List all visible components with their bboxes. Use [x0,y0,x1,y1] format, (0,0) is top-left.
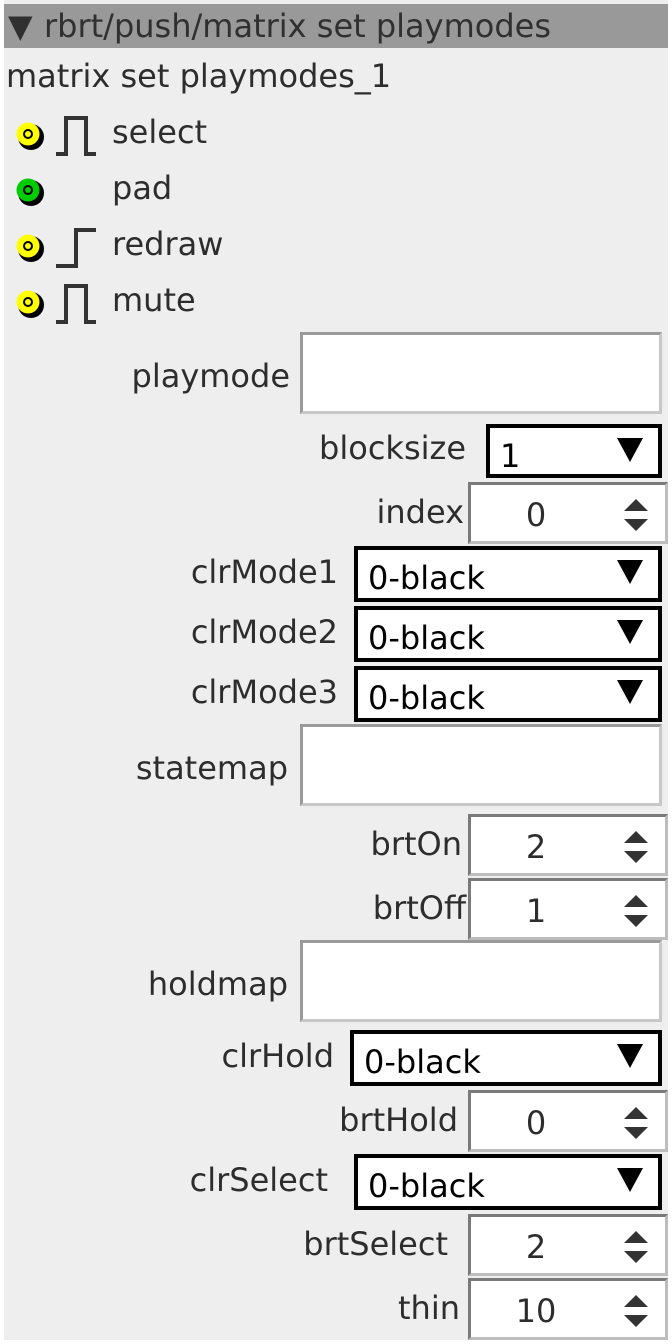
playmode-field[interactable] [300,332,662,414]
pulse-icon [56,116,96,156]
brtOn-label: brtOn [370,825,462,863]
playmode-label: playmode [131,357,291,395]
brtOff-value: 1 [525,892,547,930]
clrMode1-label: clrMode1 [190,553,338,591]
spinner-arrows-icon[interactable] [621,1103,651,1143]
clrSelect-value: 0-black [368,1167,485,1205]
brtHold-stepper[interactable]: 0 [468,1090,668,1152]
window-title: rbrt/push/matrix set playmodes [44,7,552,45]
index-label: index [376,493,464,531]
brtOn-value: 2 [525,828,547,866]
statemap-label: statemap [135,749,288,787]
dropdown-arrow-icon [617,560,643,584]
brtOff-label: brtOff [372,889,466,927]
collapse-triangle-icon[interactable]: ▼ [8,7,33,45]
dropdown-arrow-icon [617,620,643,644]
clrMode1-value: 0-black [368,559,485,597]
blocksize-dropdown[interactable]: 1 [486,424,662,478]
brtHold-label: brtHold [339,1101,458,1139]
holdmap-label: holdmap [147,965,288,1003]
trigger-port-icon[interactable] [14,120,46,152]
clrHold-label: clrHold [221,1037,334,1075]
clrHold-dropdown[interactable]: 0-black [350,1030,662,1086]
port-label-select: select [112,113,208,151]
thin-stepper[interactable]: 10 [468,1278,668,1340]
brtHold-value: 0 [525,1104,547,1142]
spinner-arrows-icon[interactable] [621,495,651,535]
blocksize-value: 1 [500,437,521,475]
clrMode3-dropdown[interactable]: 0-black [354,666,662,722]
clrMode3-value: 0-black [368,679,485,717]
dropdown-arrow-icon [617,1168,643,1192]
data-port-icon[interactable] [14,176,46,208]
spinner-arrows-icon[interactable] [621,827,651,867]
trigger-port-icon[interactable] [14,288,46,320]
thin-value: 10 [515,1292,557,1330]
brtSelect-label: brtSelect [303,1225,448,1263]
pulse-icon [56,284,96,324]
spinner-arrows-icon[interactable] [621,1291,651,1331]
index-value: 0 [525,496,547,534]
brtOff-stepper[interactable]: 1 [468,878,668,940]
brtOn-stepper[interactable]: 2 [468,814,668,876]
clrHold-value: 0-black [364,1043,481,1081]
step-icon [56,228,96,268]
holdmap-field[interactable] [300,940,662,1022]
dropdown-arrow-icon [617,1044,643,1068]
spinner-arrows-icon[interactable] [621,1227,651,1267]
object-name: matrix set playmodes_1 [6,57,392,95]
clrMode2-dropdown[interactable]: 0-black [354,606,662,662]
clrMode3-label: clrMode3 [190,673,338,711]
thin-label: thin [398,1289,460,1327]
spinner-arrows-icon[interactable] [621,891,651,931]
clrMode2-label: clrMode2 [190,613,338,651]
brtSelect-stepper[interactable]: 2 [468,1214,668,1276]
title-bar[interactable]: ▼ rbrt/push/matrix set playmodes [4,4,668,48]
dropdown-arrow-icon [617,438,643,462]
clrMode1-dropdown[interactable]: 0-black [354,546,662,602]
clrSelect-dropdown[interactable]: 0-black [354,1154,662,1210]
dropdown-arrow-icon [617,680,643,704]
brtSelect-value: 2 [525,1228,547,1266]
clrSelect-label: clrSelect [189,1161,328,1199]
trigger-port-icon[interactable] [14,232,46,264]
clrMode2-value: 0-black [368,619,485,657]
port-label-mute: mute [112,281,196,319]
statemap-field[interactable] [300,724,662,806]
index-stepper[interactable]: 0 [468,482,668,544]
blocksize-label: blocksize [319,429,466,467]
port-label-pad: pad [112,169,173,207]
port-label-redraw: redraw [112,225,224,263]
